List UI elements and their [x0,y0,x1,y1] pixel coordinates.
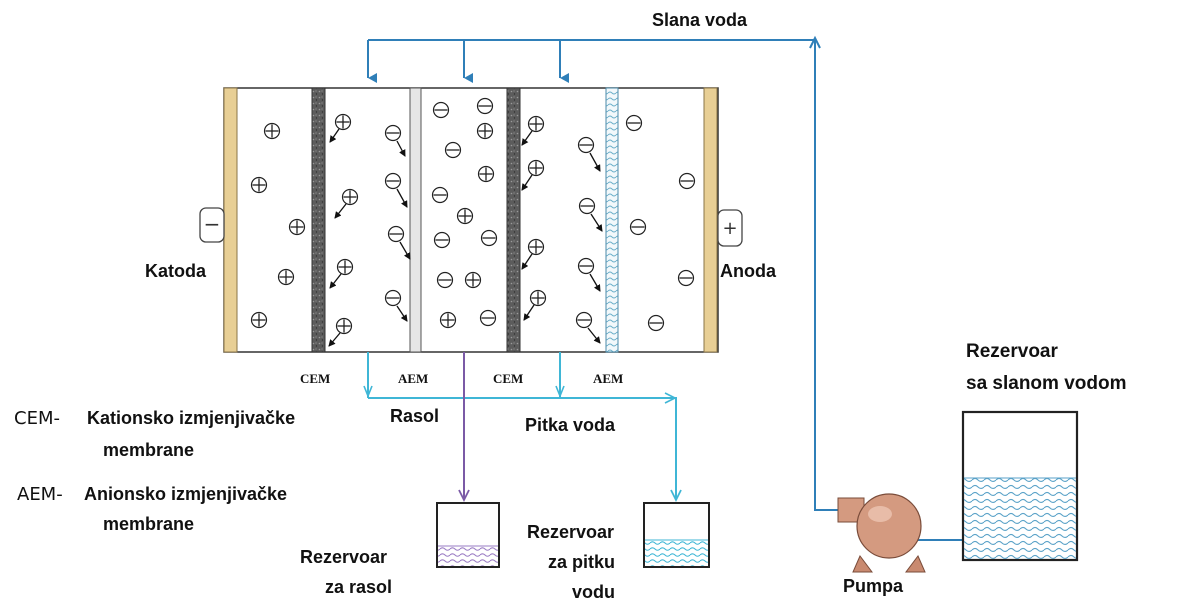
salt-tank-label-line2: sa slanom vodom [966,373,1127,394]
aem-label-1: AEM [398,371,428,386]
aem-membrane-2 [605,87,619,353]
cem-membrane-2 [506,87,521,353]
anion-icon [578,197,596,215]
cation-icon [288,218,306,236]
cation-icon [277,268,295,286]
pump [837,493,963,573]
cathode-label: Katoda [145,261,207,281]
brine-tank-label-line2: za rasol [325,577,392,597]
legend-cem-line1: Kationsko izmjenjivačke [87,408,295,428]
salt-water-tank [961,410,1079,562]
anion-icon [678,172,696,190]
ion-migration-arrow [329,128,340,143]
drinking-water-outlet [363,352,682,503]
brine-label: Rasol [390,406,439,426]
anion-icon [575,311,593,329]
anion-icon [387,225,405,243]
anion-icon [432,101,450,119]
ion-migration-arrow [328,332,341,347]
salt-water-label: Slana voda [652,10,748,30]
anode-terminal: + [717,209,743,247]
legend-cem-abbr: CEM- [14,408,60,429]
anion-icon [436,271,454,289]
cation-icon [527,238,545,256]
aem-membrane-1 [409,87,422,353]
anion-icon [479,309,497,327]
cem-label-2: CEM [493,371,523,386]
ion-migration-arrow [523,304,535,321]
cem-label-1: CEM [300,371,330,386]
cation-icon [456,207,474,225]
salt-tank-label-line1: Rezervoar [966,341,1058,362]
cathode-electrode [223,87,238,353]
anion-icon [433,231,451,249]
svg-text:+: + [722,218,737,239]
ion-migration-arrow [396,305,408,322]
cation-icon [263,122,281,140]
ion-migration-arrow [521,253,533,270]
cation-icon [527,159,545,177]
svg-text:−: − [204,212,221,236]
cathode-terminal: − [199,207,225,243]
ion-migration-arrows [328,128,603,347]
cation-icon [250,176,268,194]
ion-migration-arrow [589,152,601,172]
ions-layer [250,97,696,335]
drinking-tank-label-line2: za pitku [548,552,615,572]
ion-migration-arrow [521,130,533,146]
anion-icon [577,257,595,275]
cation-icon [335,317,353,335]
anion-icon [444,141,462,159]
cem-membrane-1 [311,87,326,353]
brine-tank-label-line1: Rezervoar [300,547,387,567]
anion-icon [384,289,402,307]
cation-icon [464,271,482,289]
legend-aem-line2: membrane [103,514,194,534]
cation-icon [529,289,547,307]
salt-water-feed [367,35,843,511]
legend-aem-abbr: AEM- [17,484,63,505]
cation-icon [527,115,545,133]
anion-icon [431,186,449,204]
legend: CEM- Kationsko izmjenjivačke membrane AE… [14,408,295,534]
anion-icon [384,124,402,142]
drinking-tank-label-line3: vodu [572,582,615,601]
anion-icon [625,114,643,132]
cation-icon [334,113,352,131]
ion-migration-arrow [329,273,342,289]
ion-migration-arrow [521,174,533,191]
anion-icon [629,218,647,236]
ion-migration-arrow [587,327,601,344]
anion-icon [677,269,695,287]
legend-cem-line2: membrane [103,440,194,460]
ion-migration-arrow [589,273,601,292]
aem-label-2: AEM [593,371,623,386]
pump-label: Pumpa [843,576,904,596]
anion-icon [480,229,498,247]
anion-icon [384,172,402,190]
drinking-water-tank [643,502,710,568]
cation-icon [476,122,494,140]
cation-icon [336,258,354,276]
anode-electrode [703,87,718,353]
anode-label: Anoda [720,261,777,281]
drinking-water-label: Pitka voda [525,415,616,435]
cation-icon [477,165,495,183]
brine-outlet [458,352,470,503]
cation-icon [439,311,457,329]
cation-icon [341,188,359,206]
ion-migration-arrow [396,188,408,208]
cation-icon [250,311,268,329]
ion-migration-arrow [396,140,406,157]
anion-icon [647,314,665,332]
ion-migration-arrow [399,241,411,260]
legend-aem-line1: Anionsko izmjenjivačke [84,484,287,504]
brine-tank [436,502,500,568]
anion-icon [476,97,494,115]
ion-migration-arrow [590,213,603,232]
anion-icon [577,136,595,154]
ion-migration-arrow [334,203,347,219]
drinking-tank-label-line1: Rezervoar [527,522,614,542]
